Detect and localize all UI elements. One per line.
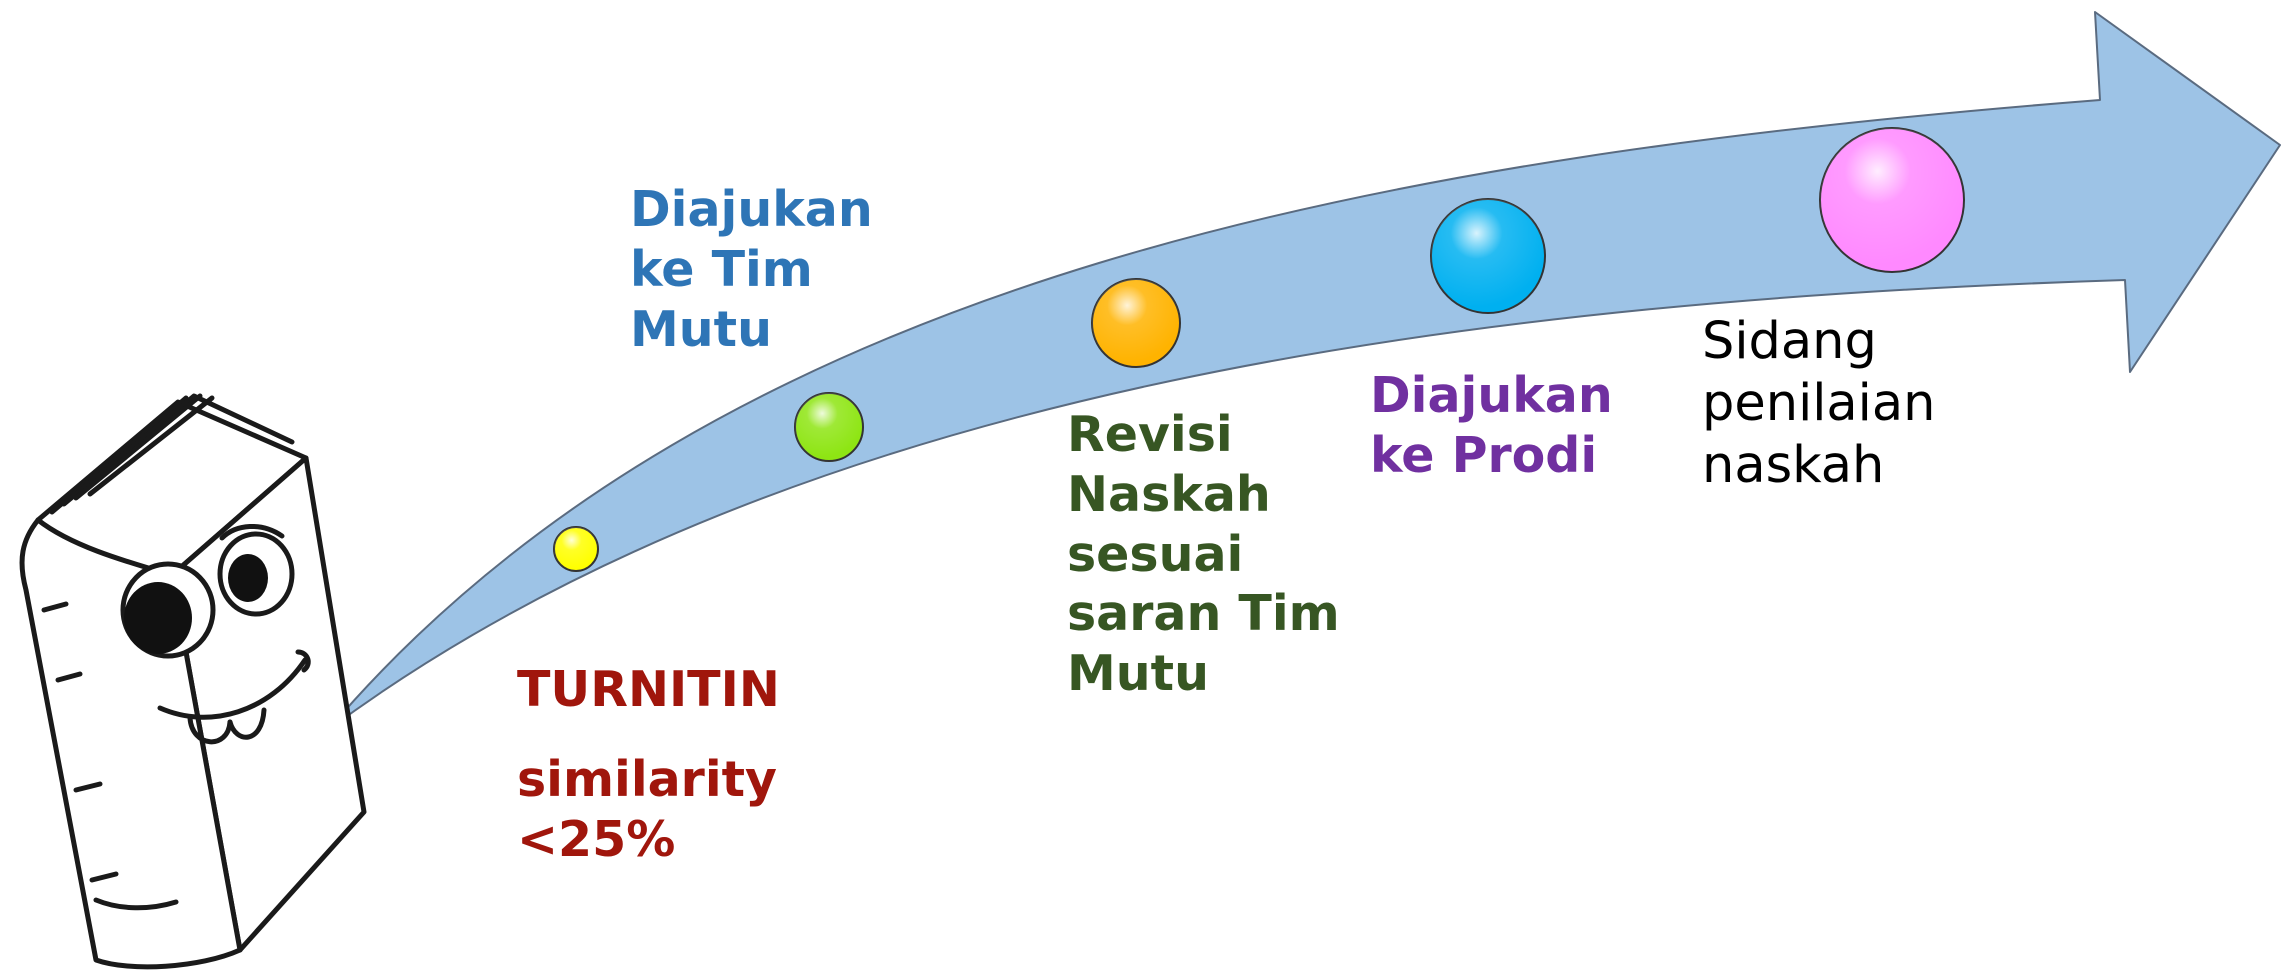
sidang-line-1: Sidang bbox=[1702, 312, 1877, 371]
tim-mutu-line-3: Mutu bbox=[630, 300, 772, 358]
sidang-line-3: naskah bbox=[1702, 436, 1885, 496]
step-label-turnitin: TURNITIN similarity <25% bbox=[517, 660, 780, 869]
progress-arrow bbox=[327, 11, 2281, 731]
revisi-line-3: sesuai bbox=[1067, 525, 1244, 583]
revisi-line-1: Revisi bbox=[1067, 406, 1233, 463]
milestone-green-dot bbox=[794, 392, 864, 462]
milestone-dots bbox=[553, 127, 1965, 572]
turnitin-title: TURNITIN bbox=[517, 661, 780, 718]
prodi-line-2: ke Prodi bbox=[1370, 426, 1598, 484]
tim-mutu-line-2: ke Tim bbox=[630, 240, 813, 298]
step-label-prodi: Diajukan ke Prodi bbox=[1370, 366, 1613, 486]
revisi-line-5: Mutu bbox=[1067, 645, 1209, 703]
prodi-line-1: Diajukan bbox=[1370, 367, 1613, 424]
turnitin-detail-2: <25% bbox=[517, 810, 676, 868]
revisi-line-4: saran Tim bbox=[1067, 585, 1340, 643]
step-label-tim-mutu: Diajukan ke Tim Mutu bbox=[630, 180, 873, 359]
milestone-pink-dot bbox=[1819, 127, 1965, 273]
sidang-line-2: penilaian bbox=[1702, 374, 1936, 434]
book-mascot-illustration bbox=[19, 393, 367, 970]
tim-mutu-line-1: Diajukan bbox=[630, 181, 873, 238]
step-label-sidang: Sidang penilaian naskah bbox=[1702, 311, 1935, 498]
milestone-yellow-dot bbox=[553, 526, 599, 572]
step-label-revisi: Revisi Naskah sesuai saran Tim Mutu bbox=[1067, 405, 1340, 704]
turnitin-detail-1: similarity bbox=[517, 750, 778, 808]
revisi-line-2: Naskah bbox=[1067, 465, 1271, 523]
milestone-blue-dot bbox=[1430, 198, 1546, 314]
milestone-orange-dot bbox=[1091, 278, 1181, 368]
